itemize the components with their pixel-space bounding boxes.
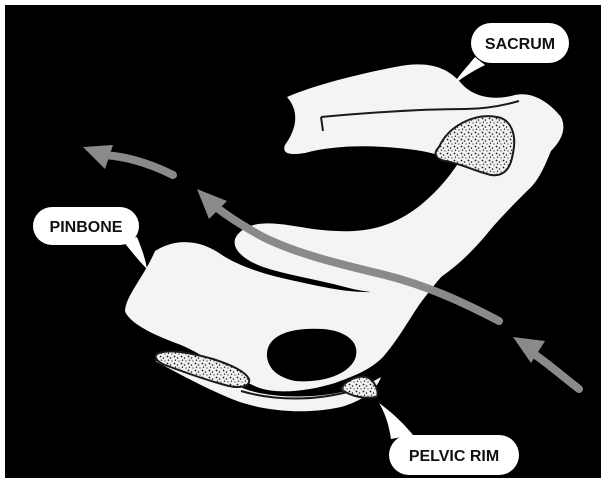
pinbone-callout: PINBONE [33, 207, 147, 269]
sacrum-label: SACRUM [485, 36, 555, 53]
pelvic-rim-callout: PELVIC RIM [379, 403, 519, 475]
pinbone-label: PINBONE [50, 219, 123, 236]
pelvis-diagram: SACRUM PINBONE PELVIC RIM [5, 5, 601, 478]
pelvic-rim-label: PELVIC RIM [409, 448, 499, 465]
curved-arrow-icon [83, 145, 173, 175]
sacrum-bone [235, 64, 564, 293]
diagram-panel: SACRUM PINBONE PELVIC RIM [5, 5, 601, 478]
sacrum-callout: SACRUM [453, 23, 569, 85]
curved-arrow-icon [513, 337, 579, 389]
